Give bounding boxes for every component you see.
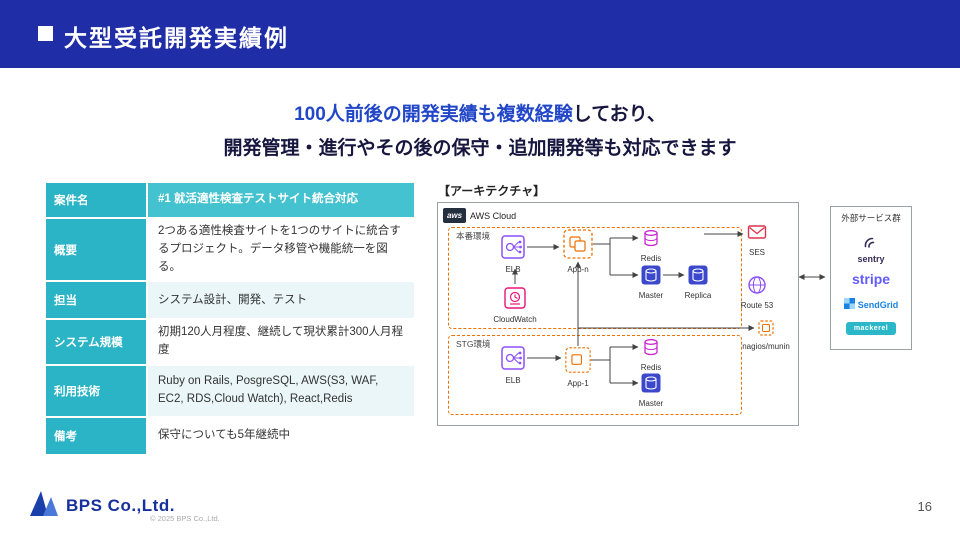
node-label: Route 53 — [740, 301, 774, 310]
architecture-diagram: 【アーキテクチャ】 aws AWS Cloud 本番環境 STG環境 — [430, 182, 942, 454]
node-label: Master — [638, 291, 664, 300]
aws-logo-icon: aws — [443, 208, 466, 223]
row-value: 初期120人月程度、継続して現状累計300人月程度 — [148, 320, 414, 365]
node-app-1: App-1 — [550, 347, 606, 388]
headline-line2: 開発管理・進行やその後の保守・追加開発等も対応できます — [223, 138, 737, 160]
header-square-decoration — [38, 26, 53, 41]
table-row: 案件名 #1 就活適性検査テストサイト統合対応 — [46, 183, 414, 217]
node-elb-stg: ELB — [485, 346, 541, 385]
production-env-label: 本番環境 — [454, 230, 493, 242]
node-rds-master-prod: Master — [623, 265, 679, 300]
row-label: 概要 — [46, 219, 146, 281]
row-label: 担当 — [46, 282, 146, 319]
cloudwatch-icon — [504, 287, 526, 314]
row-value: 2つある適性検査サイトを1つのサイトに統合するプロジェクト。データ移管や機能統一… — [148, 219, 414, 281]
node-cloudwatch: CloudWatch — [487, 287, 543, 324]
bidirectional-arrow — [798, 274, 826, 280]
table-row: 概要 2つある適性検査サイトを1つのサイトに統合するプロジェクト。データ移管や機… — [46, 219, 414, 281]
node-redis-prod: Redis — [623, 228, 679, 263]
project-spec-table: 案件名 #1 就活適性検査テストサイト統合対応 概要 2つある適性検査サイトを1… — [44, 181, 416, 456]
stripe-logo: stripe — [851, 271, 891, 287]
sentry-service: sentry — [857, 235, 885, 264]
headline-line1: 100人前後の開発実績も複数経験しており、 — [0, 98, 960, 132]
node-label: ELB — [505, 265, 521, 274]
external-services-title: 外部サービス群 — [841, 213, 901, 223]
company-logo-text: BPS Co.,Ltd. — [66, 495, 175, 515]
node-label: ELB — [505, 376, 521, 385]
row-label: 備考 — [46, 418, 146, 455]
row-label: システム規模 — [46, 320, 146, 365]
staging-env-label: STG環境 — [454, 338, 493, 350]
headline-rest: しており、 — [572, 104, 666, 125]
bps-logo-icon — [28, 488, 62, 523]
table-row: システム規模 初期120人月程度、継続して現状累計300人月程度 — [46, 320, 414, 365]
header-bar: 大型受託開発実績例 — [0, 0, 960, 68]
external-services-box: 外部サービス群 sentry stripe SendGrid mackerel — [830, 206, 912, 350]
app-instances-icon — [563, 229, 593, 264]
row-value: #1 就活適性検査テストサイト統合対応 — [148, 183, 414, 217]
row-value: 保守についても5年継続中 — [148, 418, 414, 455]
aws-cloud-box: aws AWS Cloud 本番環境 STG環境 — [437, 202, 799, 426]
node-label: SES — [748, 248, 765, 257]
table-row: 利用技術 Ruby on Rails, PosgreSQL, AWS(S3, W… — [46, 366, 414, 417]
slide-headline: 100人前後の開発実績も複数経験しており、 開発管理・進行やその後の保守・追加開… — [0, 98, 960, 166]
diagram-arrows — [512, 231, 755, 386]
node-nagios-munin: nagios/munin — [738, 320, 794, 351]
sentry-icon — [864, 235, 878, 253]
node-route53: Route 53 — [729, 275, 785, 310]
row-label: 利用技術 — [46, 366, 146, 417]
staging-env-box: STG環境 — [448, 335, 742, 415]
node-ses: SES — [729, 222, 785, 257]
page-number: 16 — [917, 499, 932, 514]
table-row: 備考 保守についても5年継続中 — [46, 418, 414, 455]
row-value: システム設計、開発、テスト — [148, 282, 414, 319]
route53-icon — [747, 275, 767, 300]
node-label: Redis — [640, 363, 662, 372]
node-label: Replica — [684, 291, 712, 300]
ses-mail-icon — [747, 222, 767, 247]
company-logo: BPS Co.,Ltd. — [28, 488, 175, 523]
sendgrid-icon — [843, 298, 855, 311]
rds-icon — [688, 265, 708, 290]
elb-icon — [501, 235, 525, 264]
node-redis-stg: Redis — [623, 337, 679, 372]
table-row: 担当 システム設計、開発、テスト — [46, 282, 414, 319]
node-label: App-1 — [567, 379, 589, 388]
row-value: Ruby on Rails, PosgreSQL, AWS(S3, WAF, E… — [148, 366, 414, 417]
node-label: App-n — [567, 265, 589, 274]
sendgrid-service: SendGrid — [843, 298, 899, 311]
elasticache-redis-icon — [641, 337, 661, 362]
node-app-n: App-n — [550, 229, 606, 274]
aws-cloud-label: AWS Cloud — [470, 211, 517, 221]
rds-icon — [641, 373, 661, 398]
elb-icon — [501, 346, 525, 375]
node-rds-replica: Replica — [670, 265, 726, 300]
node-rds-master-stg: Master — [623, 373, 679, 408]
headline-highlight: 100人前後の開発実績も複数経験 — [294, 104, 573, 125]
elasticache-redis-icon — [641, 228, 661, 253]
sendgrid-label: SendGrid — [857, 299, 899, 310]
rds-icon — [641, 265, 661, 290]
node-label: CloudWatch — [493, 315, 537, 324]
copyright-text: © 2025 BPS Co.,Ltd. — [150, 514, 220, 523]
node-elb-prod: ELB — [485, 235, 541, 274]
monitoring-group-icon — [758, 320, 774, 341]
row-label: 案件名 — [46, 183, 146, 217]
mackerel-badge: mackerel — [845, 322, 897, 335]
sentry-label: sentry — [857, 254, 885, 264]
app-instances-icon — [565, 347, 591, 378]
node-label: Master — [638, 399, 664, 408]
node-label: nagios/munin — [742, 342, 790, 351]
diagram-title: 【アーキテクチャ】 — [438, 184, 546, 198]
page-title: 大型受託開発実績例 — [64, 25, 289, 51]
node-label: Redis — [640, 254, 662, 263]
